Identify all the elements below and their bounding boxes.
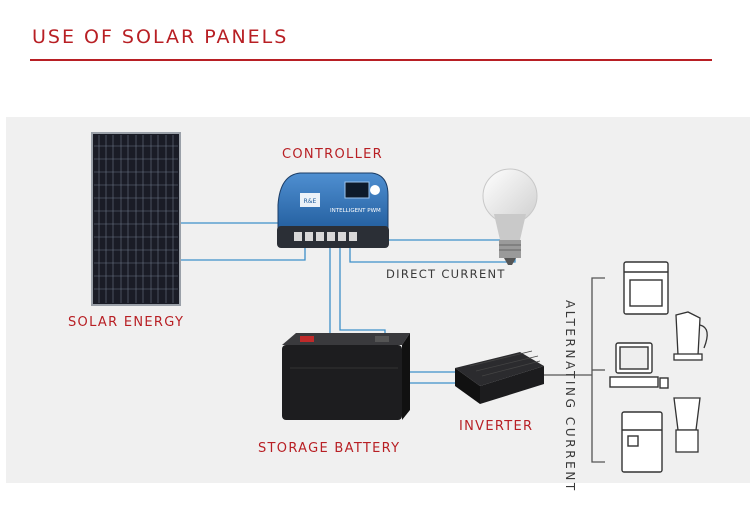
kettle-icon [673,311,708,361]
controller-terminals [294,232,357,241]
title-divider [30,59,712,61]
computer-icon [609,342,669,389]
storage-battery [282,333,410,420]
wire-panel-to-controller-bottom [180,246,306,261]
refrigerator-icon [621,411,663,473]
storage-battery-label: STORAGE BATTERY [258,441,401,456]
controller-model-text: INTELLIGENT PWM [330,208,381,214]
controller-display [344,181,370,199]
inverter-label: INVERTER [459,419,534,434]
charge-controller: R&E INTELLIGENT PWM [277,172,389,248]
wire-controller-to-bulb-bottom [349,246,516,263]
stove-icon [623,261,669,315]
solar-panel [91,132,181,306]
wire-controller-to-battery-right [339,246,386,340]
led-bulb [482,168,538,265]
alternating-current-label: ALTERNATING CURRENT [563,300,577,493]
controller-brand-text: R&E [304,198,317,205]
blender-icon [673,397,701,453]
controller-button [370,185,380,195]
solar-panel-cell-grid [94,135,178,303]
direct-current-label: DIRECT CURRENT [386,267,506,281]
ac-wiring [544,277,605,463]
page-title: USE OF SOLAR PANELS [32,26,289,48]
controller-label: CONTROLLER [282,147,383,162]
controller-logo-box [300,193,320,207]
solar-energy-label: SOLAR ENERGY [68,315,185,330]
power-inverter [455,350,544,404]
